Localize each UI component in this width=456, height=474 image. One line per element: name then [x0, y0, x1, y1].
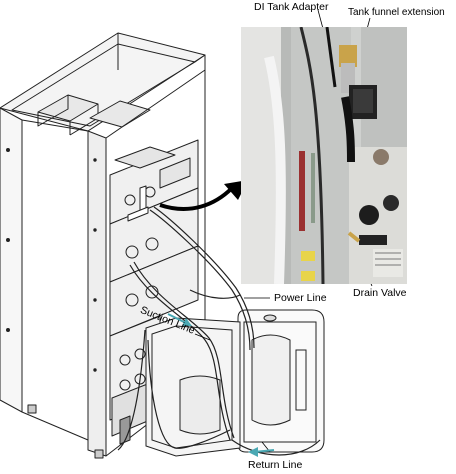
detail-photo-image: [241, 27, 407, 284]
tubing: [117, 206, 321, 456]
label-return-line: Return Line: [248, 459, 303, 471]
cabinet: [0, 32, 206, 459]
detail-photo: [241, 27, 407, 284]
return-flow-arrowhead: [248, 447, 258, 457]
label-drain-valve: Drain Valve: [353, 287, 407, 299]
di-tank: [145, 309, 325, 457]
label-power-line: Power Line: [274, 292, 327, 304]
suction-flow-arrowhead: [182, 318, 192, 326]
flow-arrows: [167, 313, 275, 457]
callout-arrow: [159, 186, 234, 211]
label-tank-funnel-extension: Tank funnel extension: [348, 7, 445, 18]
label-di-tank-adapter: DI Tank Adapter: [254, 1, 329, 13]
